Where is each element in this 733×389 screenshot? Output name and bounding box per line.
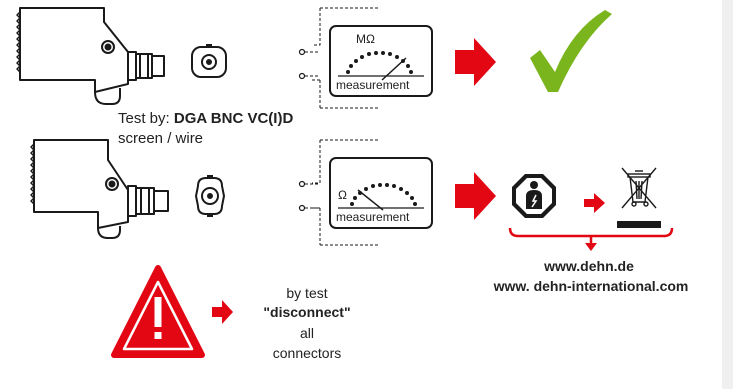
red-bracket xyxy=(508,227,674,245)
meter-top xyxy=(329,25,433,97)
service-technician-icon xyxy=(512,174,556,218)
test-by-prefix: Test by: xyxy=(118,110,174,127)
red-arrow-bottom xyxy=(455,172,496,220)
meter-top-leads xyxy=(312,7,380,109)
test-by-label: Test by: DGA BNC VC(I)D xyxy=(118,110,293,127)
red-arrow-top xyxy=(455,38,496,86)
website-dehn-de[interactable]: www.dehn.de xyxy=(544,258,634,274)
meter-bottom xyxy=(329,157,433,229)
mode-label: screen / wire xyxy=(118,130,204,147)
surge-arrester-top xyxy=(16,7,165,105)
green-checkmark xyxy=(530,10,612,92)
warning-line-3: all xyxy=(299,325,314,341)
bnc-connector-bottom xyxy=(194,175,226,217)
warning-triangle-icon xyxy=(111,265,205,358)
red-bracket-arrowhead xyxy=(585,243,597,251)
meter-bottom-unit: Ω xyxy=(338,188,347,202)
weee-disposal-icon xyxy=(617,167,661,228)
meter-bottom-leads xyxy=(312,139,380,246)
red-arrow-warning xyxy=(212,300,233,324)
warning-line-4: connectors xyxy=(272,345,342,361)
test-device-name: DGA BNC VC(I)D xyxy=(173,110,294,127)
website-dehn-international[interactable]: www. dehn-international.com xyxy=(493,278,689,294)
red-arrow-small xyxy=(584,193,605,213)
surge-arrester-bottom xyxy=(30,139,169,239)
meter-top-label: measurement xyxy=(336,78,410,92)
warning-line-2: "disconnect" xyxy=(263,304,351,320)
bnc-connector-top xyxy=(191,44,227,78)
page-edge xyxy=(722,0,733,389)
warning-line-1: by test xyxy=(286,285,328,301)
meter-bottom-label: measurement xyxy=(336,210,410,224)
meter-top-unit: MΩ xyxy=(356,32,375,46)
